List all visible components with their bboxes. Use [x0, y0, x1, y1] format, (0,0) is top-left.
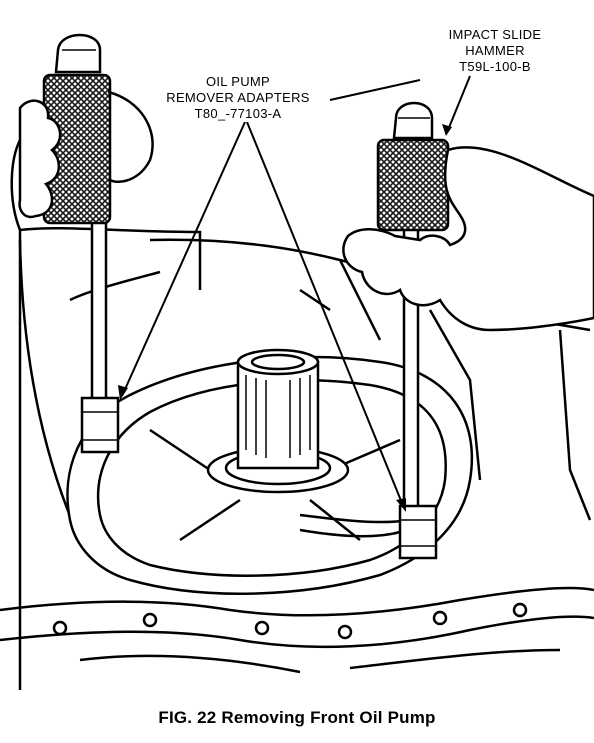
callout-leader-lines — [121, 75, 471, 509]
callout-impact-slide-hammer: IMPACT SLIDE HAMMER T59L-100-B — [420, 27, 570, 75]
callout-hammer-line-2: HAMMER — [465, 43, 525, 58]
callout-adapters-line-1: OIL PUMP — [205, 74, 271, 89]
stator-support-shaft — [206, 348, 350, 494]
callout-adapters-line-2: REMOVER ADAPTERS — [166, 90, 310, 105]
left-slide-hammer — [42, 33, 120, 454]
right-slide-hammer — [376, 101, 450, 560]
right-hand — [342, 146, 594, 332]
callout-hammer-line-1: IMPACT SLIDE — [448, 27, 542, 42]
left-hand — [10, 90, 154, 231]
callout-adapters-line-3: T80_-77103-A — [194, 106, 282, 121]
oil-pump-removal-illustration — [0, 33, 594, 690]
figure-caption: FIG. 22 Removing Front Oil Pump — [158, 708, 436, 727]
pump-gasket-flange — [0, 586, 594, 674]
callout-arrowheads — [118, 124, 452, 512]
callout-hammer-line-3: T59L-100-B — [459, 59, 531, 74]
callout-oil-pump-remover-adapters: OIL PUMP REMOVER ADAPTERS T80_-77103-A — [148, 74, 328, 122]
